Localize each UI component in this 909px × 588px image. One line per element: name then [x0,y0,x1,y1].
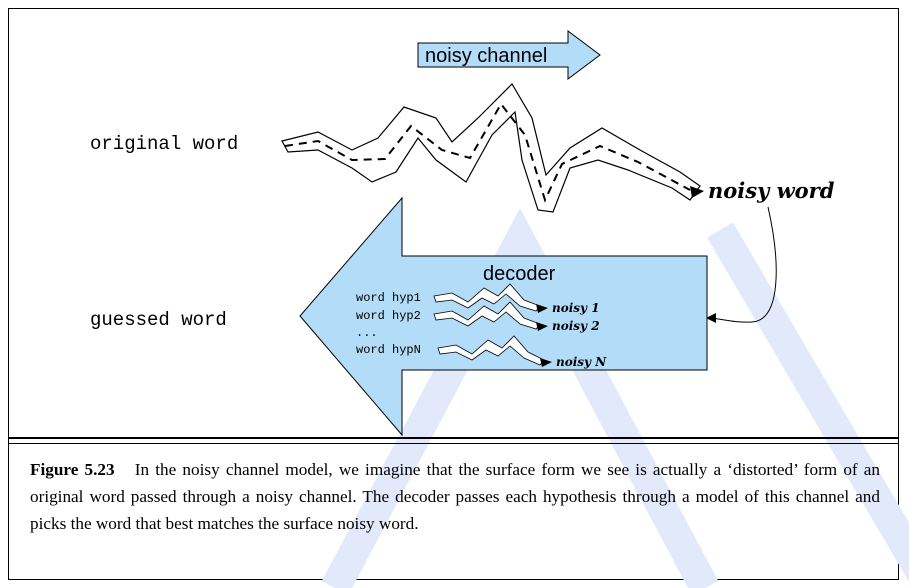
figure-label: Figure 5.23 [30,460,115,479]
noisy-channel-label: noisy channel [425,45,547,67]
caption-text: In the noisy channel model, we imagine t… [30,460,881,533]
watermark-left-stroke [321,208,719,588]
watermark-right-stroke [707,222,909,582]
hypothesis-2-word: word hyp2 [356,309,421,323]
channel-path-dashed [284,102,691,203]
noisy-channel-diagram: noisy channel original word noisy word d… [90,30,835,437]
hypothesis-ellipsis: ... [356,326,378,340]
hypothesis-1-word: word hyp1 [356,291,421,305]
caption-divider-thin [8,443,899,444]
mini-arrowhead-2 [536,322,548,331]
channel-ribbon [281,83,701,213]
noisy-n-label: noisy N [556,355,607,369]
decoder-label: decoder [483,263,556,285]
mini-ribbon-2 [433,301,541,330]
channel-arrowhead [690,186,704,198]
caption-divider [8,437,899,439]
feedback-curve [707,206,777,323]
noisy-2-label: noisy 2 [552,319,600,333]
mini-arrowhead-1 [536,304,548,313]
figure-caption: Figure 5.23 In the noisy channel model, … [30,456,880,537]
noisy-channel-arrow [417,30,601,80]
original-word-label: original word [90,133,238,155]
mini-ribbon-n [437,335,545,366]
mini-arrowhead-n [540,358,552,367]
mini-ribbon-1 [433,283,541,312]
hypothesis-n-word: word hypN [356,343,421,357]
guessed-word-label: guessed word [90,309,227,331]
noisy-word-label: noisy word [708,178,835,203]
decoder-arrow [299,196,708,437]
feedback-arrowhead [706,313,716,323]
noisy-1-label: noisy 1 [552,301,600,315]
